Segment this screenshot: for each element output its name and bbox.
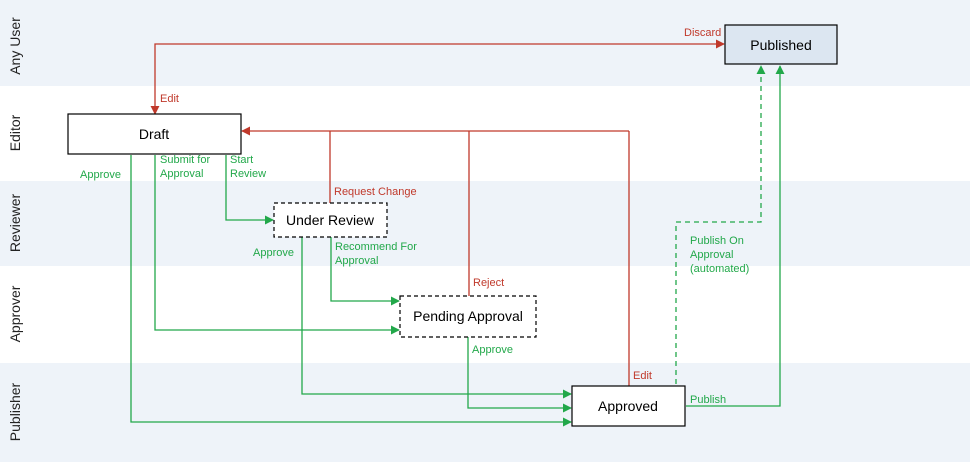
label-publish-on-approval-line-2: Approval — [690, 249, 733, 261]
edge-publish-on-approval — [675, 65, 766, 384]
label-recommend-for-approval: Recommend For Approval — [335, 241, 420, 267]
label-publish-on-approval-line-1: Publish On — [690, 235, 744, 247]
node-approved[interactable]: Approved — [571, 385, 686, 427]
lane-bg-reviewer — [0, 181, 970, 266]
lane-label-reviewer: Reviewer — [7, 193, 23, 252]
node-published[interactable]: Published — [724, 24, 838, 65]
label-publish-on-approval-line-3: (automated) — [690, 263, 749, 275]
label-edit-top: Edit — [160, 93, 179, 105]
lane-label-approver: Approver — [7, 285, 23, 342]
label-start-review-line-2: Review — [230, 168, 266, 180]
label-submit-for-approval: Submit for Approval — [160, 154, 213, 180]
label-submit-line-2: Approval — [160, 168, 203, 180]
node-draft-label: Draft — [139, 126, 169, 142]
node-pending-approval-label: Pending Approval — [413, 308, 523, 324]
edge-discard-edit — [150, 39, 725, 115]
node-draft[interactable]: Draft — [67, 113, 242, 155]
label-discard: Discard — [684, 27, 721, 39]
label-request-change: Request Change — [334, 186, 417, 198]
edge-approve-direct — [130, 155, 572, 427]
label-start-review: Start Review — [230, 154, 266, 180]
lane-label-editor: Editor — [7, 114, 23, 151]
lane-label-publisher: Publisher — [7, 382, 23, 441]
label-start-review-line-1: Start — [230, 154, 253, 166]
label-approve-left: Approve — [80, 169, 121, 181]
edge-submit-for-approval — [154, 155, 400, 335]
label-approve-pending: Approve — [472, 344, 513, 356]
label-publish-on-approval: Publish On Approval (automated) — [690, 235, 749, 275]
edge-publish — [686, 65, 785, 407]
edge-approve-review — [301, 237, 572, 399]
label-reject: Reject — [473, 277, 504, 289]
label-recommend-line-2: Approval — [335, 255, 378, 267]
lane-label-any-user: Any User — [7, 17, 23, 75]
edge-recommend-for-approval — [330, 237, 400, 306]
node-approved-label: Approved — [598, 398, 658, 414]
edge-approve-pending — [467, 337, 572, 413]
node-published-label: Published — [750, 37, 812, 53]
label-submit-line-1: Submit for — [160, 154, 210, 166]
node-under-review[interactable]: Under Review — [273, 202, 388, 238]
node-under-review-label: Under Review — [286, 212, 375, 228]
label-recommend-line-1: Recommend For — [335, 241, 417, 253]
label-publish: Publish — [690, 394, 726, 406]
lane-bg-publisher — [0, 363, 970, 462]
label-edit-approved: Edit — [633, 370, 652, 382]
node-pending-approval[interactable]: Pending Approval — [399, 295, 537, 338]
edge-start-review — [225, 155, 274, 225]
label-approve-review: Approve — [253, 247, 294, 259]
